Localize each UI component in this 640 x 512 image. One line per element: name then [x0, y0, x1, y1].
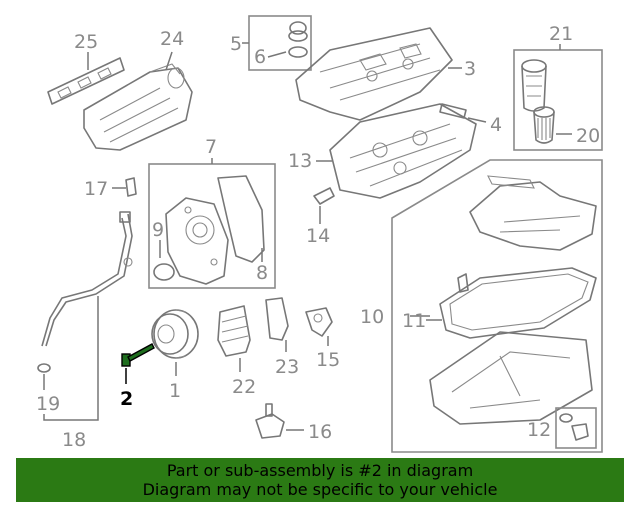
- callout-12: 12: [527, 419, 551, 441]
- callout-23: 23: [275, 356, 299, 378]
- callout-4: 4: [490, 114, 502, 136]
- part-3-valve-cover[interactable]: [295, 27, 453, 121]
- part-19-seal[interactable]: [37, 363, 51, 373]
- part-10-upper-oil-pan[interactable]: [469, 175, 597, 251]
- callout-25: 25: [74, 31, 98, 53]
- callout-2: 2: [120, 388, 133, 410]
- callout-3: 3: [464, 58, 476, 80]
- part-2-bolt[interactable]: [121, 343, 155, 367]
- callout-14: 14: [306, 225, 330, 247]
- part-6-cap-seal[interactable]: [288, 21, 308, 58]
- part-17-fitting[interactable]: [125, 177, 137, 197]
- callout-22: 22: [232, 376, 256, 398]
- callout-15: 15: [316, 349, 340, 371]
- footer-banner: Part or sub-assembly is #2 in diagram Di…: [16, 458, 624, 502]
- callout-9: 9: [152, 219, 164, 241]
- callout-17: 17: [84, 178, 108, 200]
- part-11-pan-gasket[interactable]: [439, 267, 597, 339]
- oil-pan-box: [391, 159, 603, 453]
- callout-6: 6: [254, 46, 266, 68]
- part-14-bracket[interactable]: [313, 187, 335, 205]
- footer-line-1: Part or sub-assembly is #2 in diagram: [166, 461, 474, 480]
- footer-line-2: Diagram may not be specific to your vehi…: [142, 480, 498, 499]
- callout-11: 11: [402, 310, 426, 332]
- part-15-sensor[interactable]: [305, 307, 333, 337]
- part-1-pulley[interactable]: [151, 309, 199, 359]
- callout-5: 5: [230, 33, 242, 55]
- part-22-oil-cooler[interactable]: [217, 305, 251, 357]
- callout-1: 1: [169, 380, 181, 402]
- part-23-gasket[interactable]: [265, 297, 289, 341]
- callout-10: 10: [360, 306, 384, 328]
- part-16-oil-level-sensor[interactable]: [255, 403, 285, 439]
- drain-plug-box: [555, 407, 597, 449]
- callout-19: 19: [36, 393, 60, 415]
- part-12-drain-plug-group[interactable]: [429, 331, 593, 425]
- part-13-cam-carrier[interactable]: [329, 103, 477, 199]
- part-25-intake-gasket[interactable]: [47, 57, 125, 105]
- callout-16: 16: [308, 421, 332, 443]
- callout-8: 8: [256, 262, 268, 284]
- callout-24: 24: [160, 28, 184, 50]
- callout-21: 21: [549, 23, 573, 45]
- callout-7: 7: [205, 136, 217, 158]
- filter-box: [513, 49, 603, 151]
- parts-diagram: 25 24 5 6 3 4 13 14: [36, 15, 603, 453]
- part-20-filter-element[interactable]: [533, 106, 555, 144]
- callout-13: 13: [288, 150, 312, 172]
- part-9-timing-cover[interactable]: [153, 197, 229, 285]
- callout-20: 20: [576, 125, 600, 147]
- part-18-dipstick-tube[interactable]: [41, 211, 133, 347]
- part-21-filter-housing[interactable]: [521, 59, 547, 112]
- part-8-cover-gasket[interactable]: [217, 175, 265, 263]
- callout-18: 18: [62, 429, 86, 451]
- part-24-intake-manifold[interactable]: [83, 63, 193, 151]
